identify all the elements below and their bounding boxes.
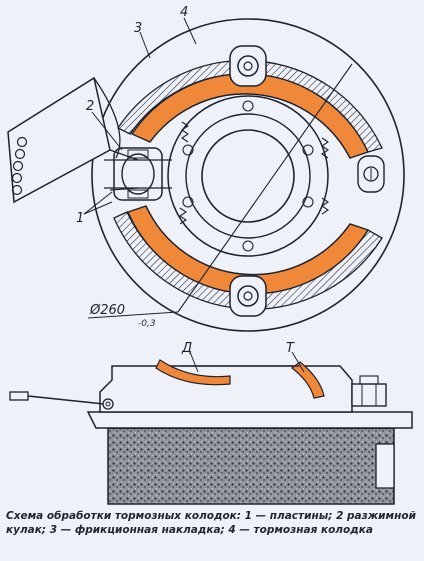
hub-bore (201, 129, 295, 223)
label-t: Т (286, 341, 295, 356)
base-table (86, 411, 413, 429)
bottom-mounting-lug (229, 275, 267, 317)
hub-bolt-1 (242, 100, 254, 112)
shoe-assembly-body (99, 365, 353, 413)
side-shoe-d (155, 359, 231, 386)
label-4: 4 (180, 5, 188, 20)
leader-d (189, 351, 199, 373)
backing-plate-outline (91, 18, 405, 332)
return-spring-lower-right (321, 197, 329, 215)
feed-handle (9, 391, 114, 410)
leader-4 (183, 17, 197, 45)
leader-1b (83, 201, 113, 215)
label-3: 3 (134, 21, 142, 36)
hub-bolt-5 (182, 196, 194, 208)
clamp-bolt (351, 375, 387, 407)
front-view (7, 17, 405, 332)
hub-bolt-4 (302, 144, 314, 156)
drum-end-cap (375, 443, 395, 489)
expander-cam (104, 147, 172, 201)
side-view (9, 351, 413, 505)
tolerance-label: -0,3 (138, 319, 156, 329)
shoe-web-upper (149, 93, 351, 159)
hub-bolt-3 (182, 144, 194, 156)
diameter-leader (87, 311, 179, 319)
top-mounting-lug (229, 45, 267, 87)
label-d: Д (181, 341, 192, 356)
return-spring-lower-left (179, 207, 187, 225)
leader-3 (139, 31, 151, 59)
leader-2 (91, 111, 123, 151)
label-1: 1 (76, 211, 84, 226)
hub-bolt-2 (242, 240, 254, 252)
shoe-web-lower (145, 205, 351, 276)
anchor-pin (357, 155, 385, 193)
leader-1a (83, 191, 113, 215)
label-2: 2 (86, 99, 94, 114)
return-spring-upper-right (321, 137, 329, 159)
figure-caption: Схема обработки тормозных колодок: 1 — п… (6, 510, 416, 536)
diameter-line (177, 63, 353, 313)
diameter-label: Ø260 (89, 303, 125, 318)
hub-outer (167, 95, 329, 257)
adjusting-lever (7, 76, 139, 204)
side-shoe-t (291, 361, 325, 399)
grinding-drum (107, 427, 395, 505)
hub-bolt-6 (302, 196, 314, 208)
hub-flange (185, 113, 311, 239)
return-spring-upper-left (181, 121, 189, 143)
leader-t (291, 351, 305, 373)
